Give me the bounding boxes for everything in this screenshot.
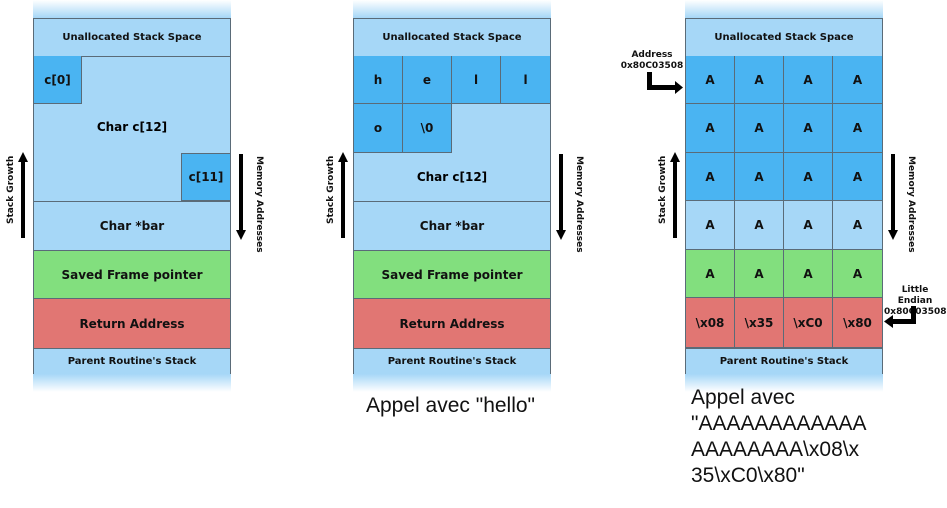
stack-bottom-fade [353,374,551,392]
char-c12-label: Char c[12] [96,120,168,134]
stack-growth-label: Stack Growth [326,155,336,224]
byte-cell: A [833,104,883,153]
stack-bottom-fade [685,374,883,392]
panel-3-caption: Appel avec "AAAAAAAAAAAA AAAAAAAA\x08\x … [691,385,867,489]
return-address-block: Return Address [353,298,551,348]
stack-growth-arrow-icon [670,152,680,238]
stack-top-fade [33,0,231,18]
stack-bottom-fade [33,374,231,392]
byte-cell: l [452,56,501,104]
memory-addresses-label: Memory Addresses [254,156,264,253]
little-endian-title: Little Endian [897,285,933,306]
byte-cell: A [735,104,784,153]
byte-cell: h [353,56,403,104]
byte-cell: A [784,250,833,298]
caption-line: Appel avec [691,386,795,409]
byte-cell: A [784,104,833,153]
return-byte-cell: \x08 [685,298,735,348]
memory-addresses-arrow-icon [236,154,246,240]
caption-line: AAAAAAAA\x08\x [691,438,860,461]
saved-frame-pointer-block: Saved Frame pointer [33,250,231,298]
byte-cell: A [833,201,883,250]
caption-line: 35\xC0\x80" [691,464,805,487]
byte-cell: A [735,250,784,298]
memory-addresses-label: Memory Addresses [574,156,584,253]
byte-cell: A [685,104,735,153]
return-byte-cell: \x80 [833,298,883,348]
address-label: Address 0x80C03508 [617,50,687,72]
stack-growth-arrow-icon [18,152,28,238]
byte-cell: A [685,201,735,250]
stack-panel-1: Unallocated Stack Space Char c[12] c[0] … [33,0,231,392]
stack-growth-label: Stack Growth [6,155,16,224]
return-address-block: Return Address [33,298,231,348]
parent-routine-stack: Parent Routine's Stack [33,348,231,374]
byte-cell: A [735,153,784,201]
address-value: 0x80C03508 [620,61,684,71]
memory-addresses-label: Memory Addresses [906,156,916,253]
unallocated-stack-space: Unallocated Stack Space [353,18,551,56]
byte-cell: \0 [403,104,452,153]
little-endian-arrow-icon [884,306,916,328]
byte-cell: A [735,56,784,104]
byte-cell: A [784,201,833,250]
byte-cell: A [833,56,883,104]
return-byte-cell: \x35 [735,298,784,348]
byte-cell: A [784,56,833,104]
char-bar-block: Char *bar [33,201,231,250]
return-byte-cell: \xC0 [784,298,833,348]
stack-panel-3: Unallocated Stack Space A A A A A A A A … [685,0,883,392]
byte-cell: A [833,250,883,298]
parent-routine-stack: Parent Routine's Stack [353,348,551,374]
byte-cell: o [353,104,403,153]
byte-cell: A [735,201,784,250]
c11-cell: c[11] [181,153,231,201]
caption-line: "AAAAAAAAAAAA [691,412,867,435]
stack-panel-2: Unallocated Stack Space h e l l o \0 Cha… [353,0,551,392]
parent-routine-stack: Parent Routine's Stack [685,348,883,374]
memory-addresses-arrow-icon [556,154,566,240]
panel-2-caption: Appel avec "hello" [366,394,536,417]
address-title: Address [631,50,673,60]
byte-cell: e [403,56,452,104]
byte-cell: A [685,56,735,104]
memory-addresses-arrow-icon [888,154,898,240]
stack-growth-label: Stack Growth [658,155,668,224]
byte-cell: A [833,153,883,201]
saved-frame-pointer-block: Saved Frame pointer [353,250,551,298]
stack-top-fade [685,0,883,18]
stack-growth-arrow-icon [338,152,348,238]
unallocated-stack-space: Unallocated Stack Space [685,18,883,56]
char-bar-block: Char *bar [353,201,551,250]
byte-cell: A [784,153,833,201]
unallocated-stack-space: Unallocated Stack Space [33,18,231,56]
byte-cell: A [685,250,735,298]
c0-cell: c[0] [33,56,82,104]
stack-top-fade [353,0,551,18]
byte-cell: A [685,153,735,201]
byte-cell: l [501,56,551,104]
char-c12-label: Char c[12] [416,170,488,184]
address-pointer-arrow-icon [647,72,683,94]
